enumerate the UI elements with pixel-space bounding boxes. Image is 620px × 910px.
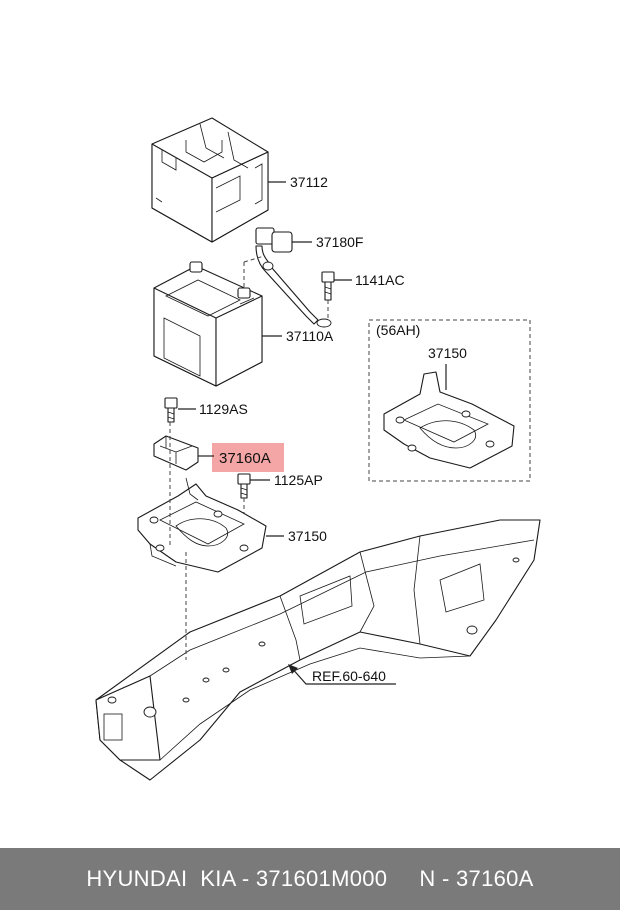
chassis-frame [95, 519, 541, 781]
ref-label: REF.60-640 [312, 668, 386, 684]
bolt-1125ap [237, 473, 251, 499]
variant-battery-tray [383, 371, 515, 469]
battery-cable [255, 227, 332, 328]
footer-bar: HYUNDAI KIA - 371601M000 N - 37160A [0, 848, 620, 910]
label-tray: 37150 [288, 528, 327, 544]
part-highlight [212, 443, 284, 472]
bolt-1129as [164, 397, 178, 423]
bolt-1141ac [321, 271, 335, 301]
footer-part-number: HYUNDAI KIA - 371601M000 N - 37160A [86, 866, 534, 891]
label-cable: 37180F [316, 234, 363, 250]
variant-box [368, 319, 531, 482]
parts-diagram: 37112 37180F 1141AC 37110A [95, 117, 541, 781]
battery-clamp [153, 435, 199, 471]
battery-tray-cover [151, 117, 269, 243]
label-bolt-1141: 1141AC [355, 272, 405, 288]
label-tray-cover: 37112 [290, 174, 328, 190]
label-bolt-1129: 1129AS [199, 401, 248, 417]
variant-title: (56AH) [376, 322, 420, 338]
label-variant-tray: 37150 [428, 345, 467, 361]
label-battery: 37110A [286, 328, 334, 344]
label-bolt-1125: 1125AP [274, 472, 323, 488]
battery [153, 261, 263, 387]
label-clamp: 37160A [219, 450, 271, 467]
